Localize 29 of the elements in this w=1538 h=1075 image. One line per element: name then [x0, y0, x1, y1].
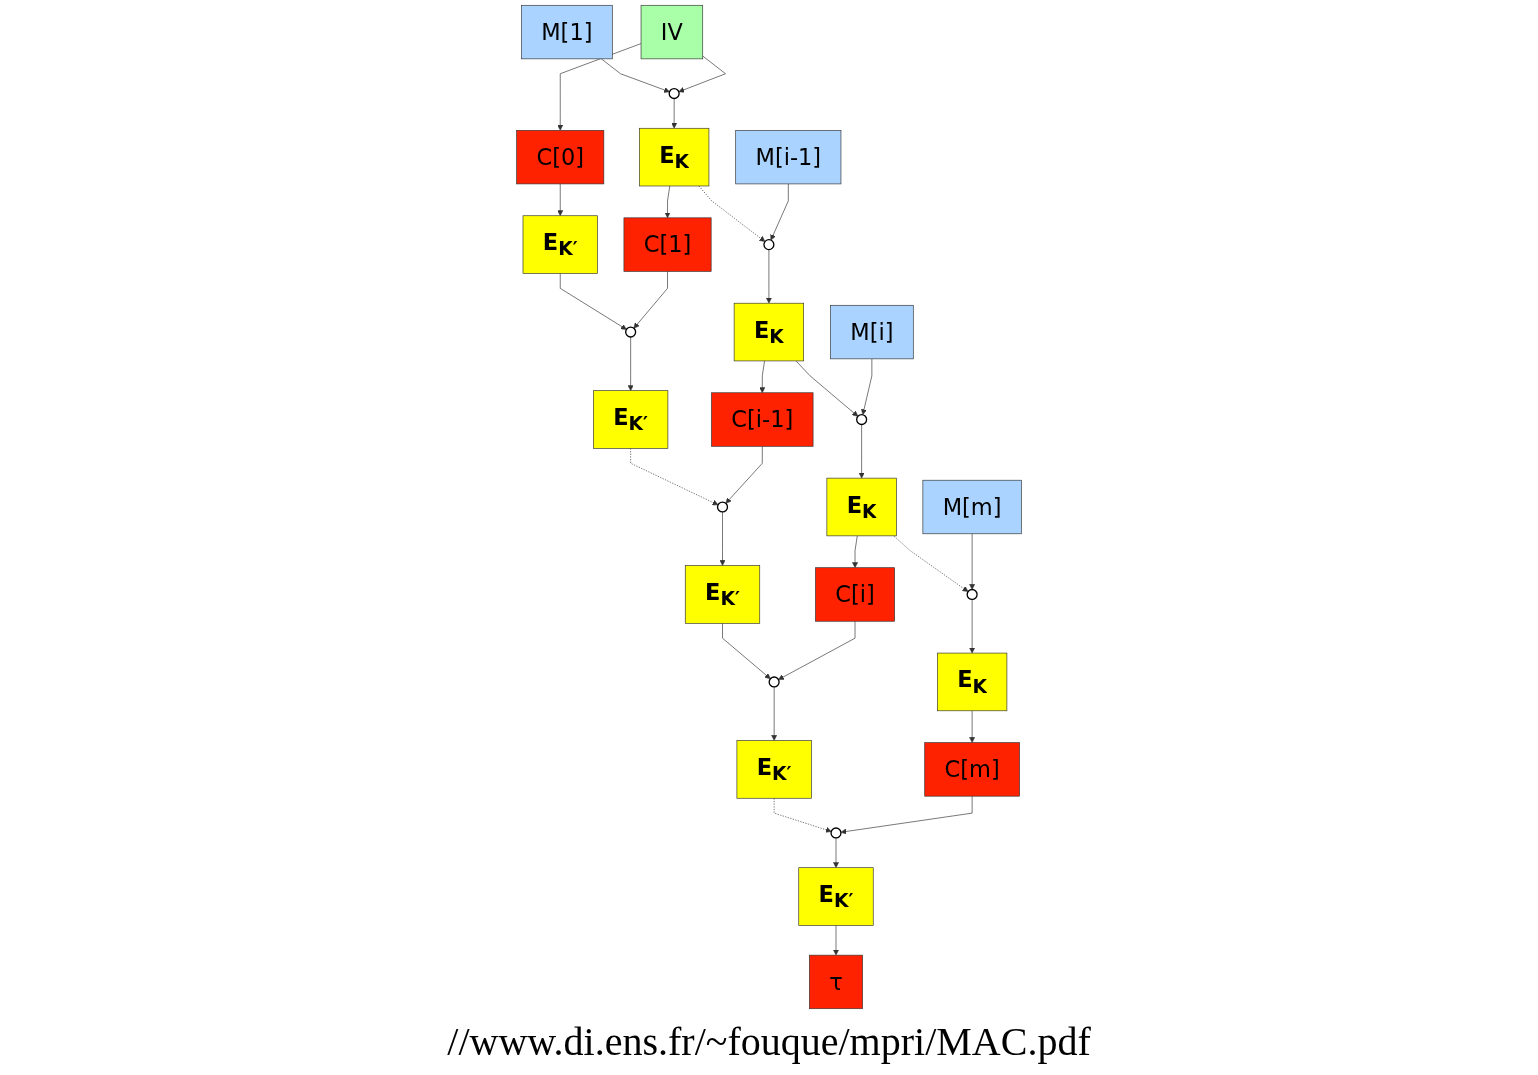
node-box: M[m]: [922, 479, 1022, 535]
node-box: E$_{K}$: [826, 477, 897, 537]
node-box: M[i-1]: [735, 130, 842, 185]
node-circle: [966, 588, 978, 601]
node-box: E$_{K′}$: [798, 867, 874, 926]
node-circle: [763, 239, 775, 251]
node-box: E$_{K}$: [639, 127, 710, 187]
node-box: C[i]: [815, 567, 895, 622]
node-box: C[m]: [924, 742, 1020, 797]
node-box: E$_{K}$: [733, 302, 804, 362]
node-box: IV: [640, 4, 704, 60]
node-box: M[i]: [830, 304, 914, 360]
node-circle: [830, 827, 842, 839]
node-circle: [856, 413, 868, 426]
node-box: E$_{K′}$: [593, 390, 669, 449]
node-box: C[i-1]: [711, 392, 814, 447]
node-box: C[0]: [516, 130, 605, 185]
node-box: E$_{K}$: [937, 652, 1008, 712]
source-url: //www.di.ens.fr/~fouque/mpri/MAC.pdf: [447, 1018, 1091, 1065]
node-circle: [768, 676, 780, 688]
node-box: E$_{K′}$: [736, 740, 812, 799]
node-box: τ: [809, 954, 863, 1010]
node-box: E$_{K′}$: [684, 565, 761, 624]
node-circle: [668, 87, 680, 100]
node-box: E$_{K′}$: [522, 215, 598, 274]
node-box: C[1]: [623, 217, 712, 272]
node-circle: [625, 326, 637, 338]
node-circle: [716, 501, 729, 513]
node-box: M[1]: [521, 4, 613, 60]
